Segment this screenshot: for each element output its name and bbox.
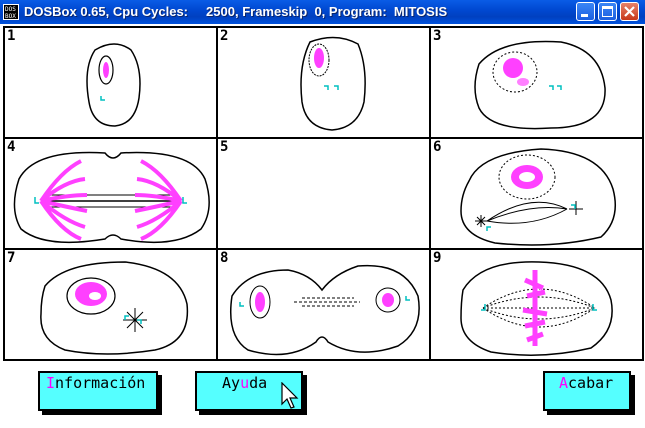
acabar-button[interactable]: Acabar — [543, 371, 631, 411]
maximize-icon — [602, 6, 613, 17]
stage-number: 5 — [220, 139, 229, 155]
svg-text:BOX: BOX — [5, 13, 16, 20]
close-button[interactable] — [620, 2, 639, 21]
button-label: da — [249, 374, 268, 392]
dos-screen: 1 2 3 — [0, 24, 645, 428]
stage-cell-5[interactable]: 5 — [216, 137, 431, 250]
button-label: cabar — [568, 374, 614, 392]
mouse-cursor-icon — [281, 382, 299, 409]
stage-cell-2[interactable]: 2 — [216, 26, 431, 139]
minimize-button[interactable] — [576, 2, 595, 21]
cell-prometaphase-drawing — [460, 148, 616, 246]
cell-prophase-early-drawing — [300, 36, 366, 131]
stage-cell-1[interactable]: 1 — [3, 26, 218, 139]
stage-number: 7 — [7, 250, 16, 266]
stage-cell-3[interactable]: 3 — [429, 26, 644, 139]
svg-text:DOS: DOS — [5, 6, 16, 13]
cell-interphase-drawing — [86, 43, 141, 127]
cell-prophase-late-drawing — [40, 261, 189, 355]
cell-prophase-drawing — [474, 40, 606, 130]
cell-telophase-drawing — [230, 264, 420, 356]
window-title: DOSBox 0.65, Cpu Cycles: 2500, Frameskip… — [24, 4, 448, 19]
stage-number: 8 — [220, 250, 229, 266]
minimize-icon — [581, 14, 588, 17]
stage-number: 1 — [7, 28, 16, 44]
button-label: nformación — [55, 374, 146, 392]
stage-cell-4[interactable]: 4 — [3, 137, 218, 250]
stage-cell-7[interactable]: 7 — [3, 248, 218, 361]
stage-cell-6[interactable]: 6 — [429, 137, 644, 250]
cell-metaphase-spindle-drawing — [13, 151, 210, 244]
hotkey-letter: A — [559, 374, 569, 392]
stage-number: 3 — [433, 28, 442, 44]
stage-number: 2 — [220, 28, 229, 44]
close-icon — [624, 6, 635, 17]
cell-metaphase-plate-drawing — [460, 261, 613, 356]
stage-cell-9[interactable]: 9 — [429, 248, 644, 361]
stage-number: 4 — [7, 139, 16, 155]
stage-number: 9 — [433, 250, 442, 266]
informacion-button[interactable]: Información — [38, 371, 158, 411]
hotkey-letter: I — [46, 374, 56, 392]
hotkey-letter: u — [240, 374, 250, 392]
maximize-button[interactable] — [598, 2, 617, 21]
button-label: Ay — [222, 374, 241, 392]
stage-number: 6 — [433, 139, 442, 155]
stage-cell-8[interactable]: 8 — [216, 248, 431, 361]
